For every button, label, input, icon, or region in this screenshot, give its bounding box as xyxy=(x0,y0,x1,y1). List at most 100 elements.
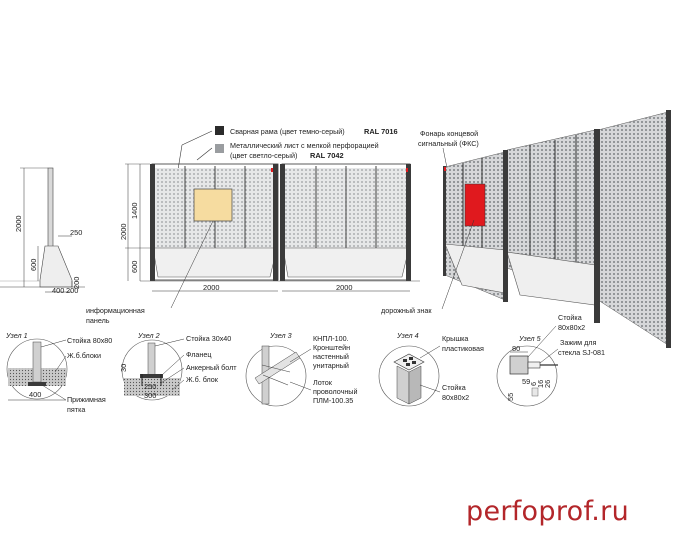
legend-frame-text: Сварная рама (цвет темно-серый) xyxy=(230,127,345,136)
node-1-leader xyxy=(41,384,67,401)
side-view: 2000 250 600 200 400 200 xyxy=(0,167,85,295)
frame-color-swatch xyxy=(215,126,224,135)
front-post xyxy=(150,164,155,281)
road-sign-label: дорожный знак xyxy=(381,306,432,315)
node-2-dim-300: 300 xyxy=(144,391,156,400)
front-dim-width-1: 2000 xyxy=(203,283,219,292)
node-1-post xyxy=(32,341,42,383)
front-post xyxy=(273,164,278,281)
node-4-cap-grid xyxy=(406,363,410,366)
node-5-dim-6: 6 xyxy=(529,382,538,386)
node-3-label: ПЛМ-100.35 xyxy=(313,396,353,405)
node-4-label: Крышка xyxy=(442,334,468,343)
node-4: Узел 4 Крышка пластиковая Стойка 80х80х2 xyxy=(378,331,484,407)
concrete-block xyxy=(152,247,278,278)
node-1-leader xyxy=(40,339,67,348)
node-3-label: проволочный xyxy=(313,387,357,396)
legend-leader-line xyxy=(196,147,213,161)
perspective-view: Фонарь концевой сигнальный (ФКС) дорожны… xyxy=(381,110,671,348)
lamp-mark xyxy=(271,168,273,172)
node-1-label: пятка xyxy=(67,405,85,414)
node-1-dim-400: 400 xyxy=(29,390,41,399)
side-dim-2000: 2000 xyxy=(14,216,23,232)
legend-sheet-ral: RAL 7042 xyxy=(310,151,344,160)
node-4-post-side xyxy=(408,365,422,405)
node-5-label: Зажим для xyxy=(560,338,596,347)
node-2-label: Ж.б. блок xyxy=(186,375,219,384)
node-2-block xyxy=(124,378,180,396)
node-3-bracket xyxy=(261,364,291,373)
side-block xyxy=(39,245,73,288)
perspective-post xyxy=(443,166,446,276)
lamp-mark xyxy=(406,168,408,172)
lamp-label-1: Фонарь концевой xyxy=(420,129,478,138)
node-4-cap-grid xyxy=(412,361,416,364)
node-2-dim-30: 30 xyxy=(119,364,128,372)
node-1-foot xyxy=(28,382,46,386)
node-1-leader xyxy=(54,355,67,373)
node-5-dim-26: 26 xyxy=(543,380,552,388)
node-5-leader xyxy=(527,325,557,358)
info-panel xyxy=(193,188,233,222)
info-panel-leader xyxy=(170,220,214,309)
node-5-label: 80х80х2 xyxy=(558,323,585,332)
node-5-dim-59: 59 xyxy=(522,377,530,386)
node-2-label: Стойка 30х40 xyxy=(186,334,231,343)
node-4-post-face xyxy=(396,365,410,405)
node-3-title: Узел 3 xyxy=(269,331,292,340)
road-sign xyxy=(464,183,486,227)
node-5-label: Стойка xyxy=(558,313,582,322)
lamp-mark xyxy=(444,167,446,171)
node-4-leader xyxy=(419,345,441,359)
front-dim-2000: 2000 xyxy=(119,224,128,240)
perspective-panel xyxy=(597,111,669,346)
node-5-label: стекла SJ-081 xyxy=(558,348,605,357)
node-2-leader xyxy=(161,354,185,376)
node-5-leader xyxy=(539,348,559,364)
node-4-cap-grid xyxy=(409,357,413,360)
node-4-label: 80х80х2 xyxy=(442,393,469,402)
watermark: perfoprof.ru xyxy=(466,496,629,527)
node-1-label: Прижимная xyxy=(67,395,106,404)
concrete-block xyxy=(282,247,410,278)
node-2-leader xyxy=(154,338,185,347)
sheet-color-swatch xyxy=(215,144,224,153)
node-1-label: Стойка 80х80 xyxy=(67,336,112,345)
node-5-clamp xyxy=(527,361,541,369)
node-5-dim-80: 80 xyxy=(512,344,520,353)
node-3-leader xyxy=(289,348,312,363)
node-3-label: настенный xyxy=(313,352,349,361)
front-dim-600: 600 xyxy=(130,261,139,273)
info-panel-label-2: панель xyxy=(86,316,110,325)
node-5-clamp-detail xyxy=(531,387,539,397)
side-dim-400: 400 xyxy=(52,286,64,295)
node-3-label: Лоток xyxy=(313,378,333,387)
lamp-label-2: сигнальный (ФКС) xyxy=(418,139,479,148)
node-2: Узел 2 30 250 300 Стойка 30х40 Фланец Ан… xyxy=(119,331,237,401)
legend-sheet-text-2: (цвет светло-серый) xyxy=(230,151,297,160)
node-2-leader xyxy=(160,367,185,384)
info-panel-label-1: информационная xyxy=(86,306,145,315)
node-2-title: Узел 2 xyxy=(137,331,160,340)
node-2-dim-250: 250 xyxy=(144,382,156,391)
node-2-label: Фланец xyxy=(186,350,212,359)
perspective-post xyxy=(503,150,508,302)
node-4-label: пластиковая xyxy=(442,344,484,353)
side-dim-600: 600 xyxy=(29,259,38,271)
legend-frame-ral: RAL 7016 xyxy=(364,127,398,136)
front-post xyxy=(280,164,285,281)
node-4-title: Узел 4 xyxy=(396,331,419,340)
node-5-dim-55: 55 xyxy=(506,393,515,401)
node-3-label: унитарный xyxy=(313,361,349,370)
side-dim-250: 250 xyxy=(70,228,82,237)
road-sign-leader xyxy=(441,219,475,310)
node-5-post-section xyxy=(509,355,529,375)
lamp-leader xyxy=(442,147,448,169)
legend-sheet-text-1: Металлический лист с мелкой перфорацией xyxy=(230,141,379,150)
node-3: Узел 3 КНПЛ-100. Кронштейн настенный уни… xyxy=(245,331,357,407)
node-2-leader xyxy=(171,379,185,391)
side-dim-200b: 200 xyxy=(66,286,78,295)
node-5-dim-16: 16 xyxy=(536,380,545,388)
front-post xyxy=(406,164,411,281)
